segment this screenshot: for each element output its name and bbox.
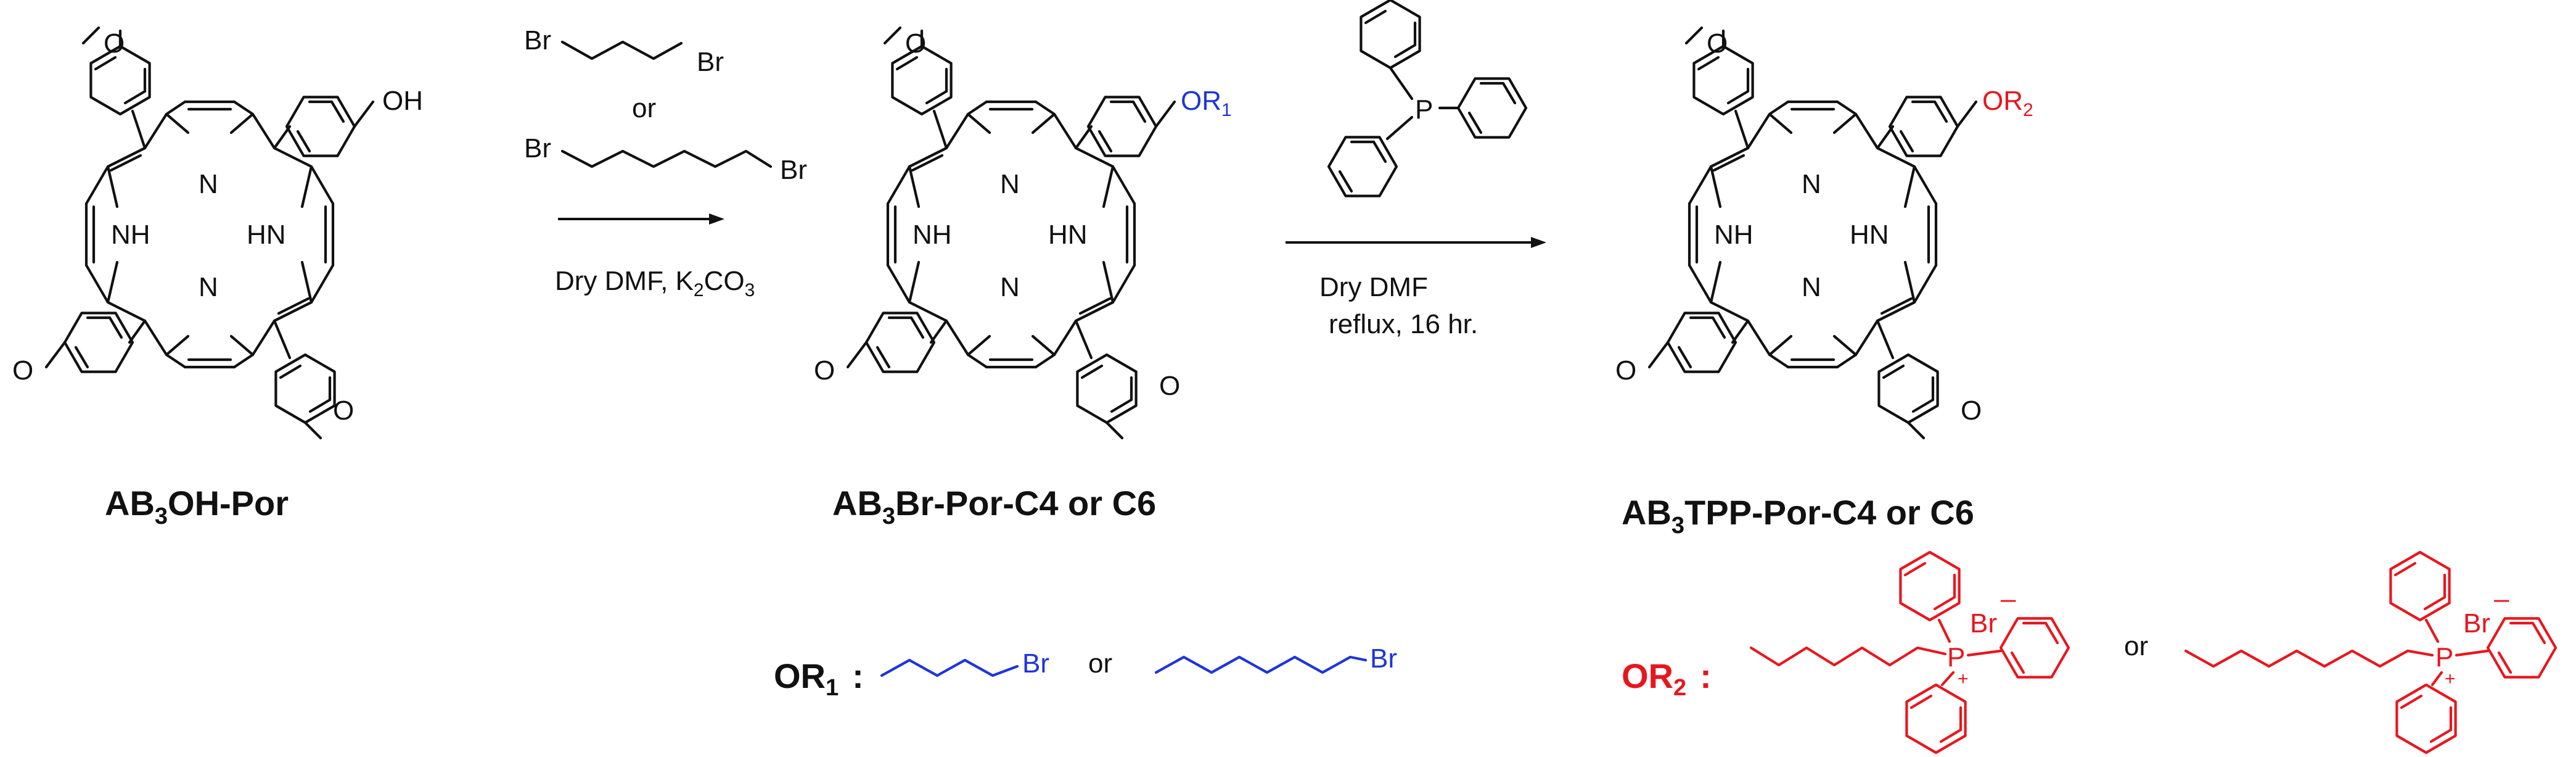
- reagent-br: Br: [524, 25, 551, 56]
- legend-or2-label: OR2:: [1622, 656, 1712, 701]
- atom-or1: OR1: [1181, 86, 1232, 120]
- legend-br: Br: [1370, 643, 1397, 674]
- legend-minus: –: [2001, 584, 2016, 614]
- reaction-2: P Dry DMF reflux, 16 hr.: [1286, 0, 1546, 339]
- legend-br-ion: Br: [2463, 608, 2490, 639]
- triphenylphosphine: P: [1329, 0, 1526, 196]
- arrowhead-2: [1531, 237, 1546, 248]
- legend-plus: +: [1958, 669, 1969, 689]
- legend-br-ion: Br: [1970, 608, 1997, 639]
- atom-nh: NH: [913, 220, 952, 250]
- legend-br: Br: [1022, 648, 1049, 679]
- atom-nh: NH: [1714, 220, 1754, 250]
- reaction-1-conditions: Dry DMF, K2CO3: [555, 266, 755, 300]
- reaction-2-condition-1: Dry DMF: [1319, 272, 1428, 302]
- hexyl-phosphonium-chain: [2184, 649, 2434, 668]
- atom-o: O: [12, 355, 33, 386]
- label-ab3oh-por: AB3OH-Por: [105, 484, 289, 529]
- compound-ab3tpp-por: [1647, 29, 1978, 440]
- atom-n: N: [1000, 169, 1020, 199]
- arrowhead-1: [709, 213, 724, 225]
- butyl-phosphonium-chain: [1749, 646, 1947, 667]
- atom-o: O: [333, 395, 354, 426]
- legend-plus: +: [2445, 669, 2456, 689]
- atom-nh: NH: [111, 220, 150, 250]
- atom-n: N: [199, 169, 218, 199]
- hexyl-bromide-chain: [1154, 655, 1368, 674]
- atom-oh: OH: [382, 86, 423, 116]
- compound-ab3oh-por: [44, 29, 375, 440]
- atom-o: O: [814, 355, 835, 386]
- atom-o: O: [1961, 395, 1982, 426]
- compound-ab3br-por: [846, 29, 1176, 440]
- atom-n: N: [199, 272, 218, 302]
- reaction-2-condition-2: reflux, 16 hr.: [1329, 309, 1478, 339]
- atom-o: O: [104, 28, 125, 59]
- reaction-1: Br Br or Br Br Dry DMF, K2CO3: [524, 25, 807, 300]
- legend-minus: –: [2494, 584, 2509, 614]
- atom-n: N: [1802, 272, 1821, 302]
- legend-p: P: [2435, 642, 2453, 672]
- label-ab3br-por: AB3Br-Por-C4 or C6: [832, 484, 1156, 529]
- atom-hn: HN: [1850, 220, 1889, 250]
- butyl-bromide-chain: [880, 658, 1019, 677]
- dibromohexane-chain: [560, 149, 773, 168]
- label-ab3tpp-por: AB3TPP-Por-C4 or C6: [1622, 493, 1974, 539]
- atom-p: P: [1415, 94, 1433, 125]
- atom-o: O: [905, 28, 926, 59]
- legend-or1-label: OR1:: [774, 656, 864, 701]
- atom-n: N: [1000, 272, 1020, 302]
- reagent-br: Br: [697, 47, 724, 77]
- atom-n: N: [1802, 169, 1821, 199]
- legend-p: P: [1947, 642, 1965, 672]
- legend-or2: OR2: P + Br – or P + Br –: [1622, 552, 2556, 753]
- reagent-or: or: [632, 93, 656, 123]
- legend-or1: OR1: Br or Br: [774, 643, 1397, 701]
- atom-o: O: [1707, 28, 1728, 59]
- atom-o: O: [1159, 371, 1180, 401]
- atom-hn: HN: [1048, 220, 1088, 250]
- atom-or2: OR2: [1982, 86, 2033, 120]
- legend-or-word: or: [2124, 631, 2148, 661]
- dibromobutane-chain: [560, 40, 683, 60]
- legend-or-word: or: [1088, 648, 1112, 679]
- atom-o: O: [1615, 355, 1636, 386]
- reagent-br: Br: [524, 133, 551, 163]
- atom-hn: HN: [247, 220, 286, 250]
- reagent-br: Br: [780, 155, 807, 185]
